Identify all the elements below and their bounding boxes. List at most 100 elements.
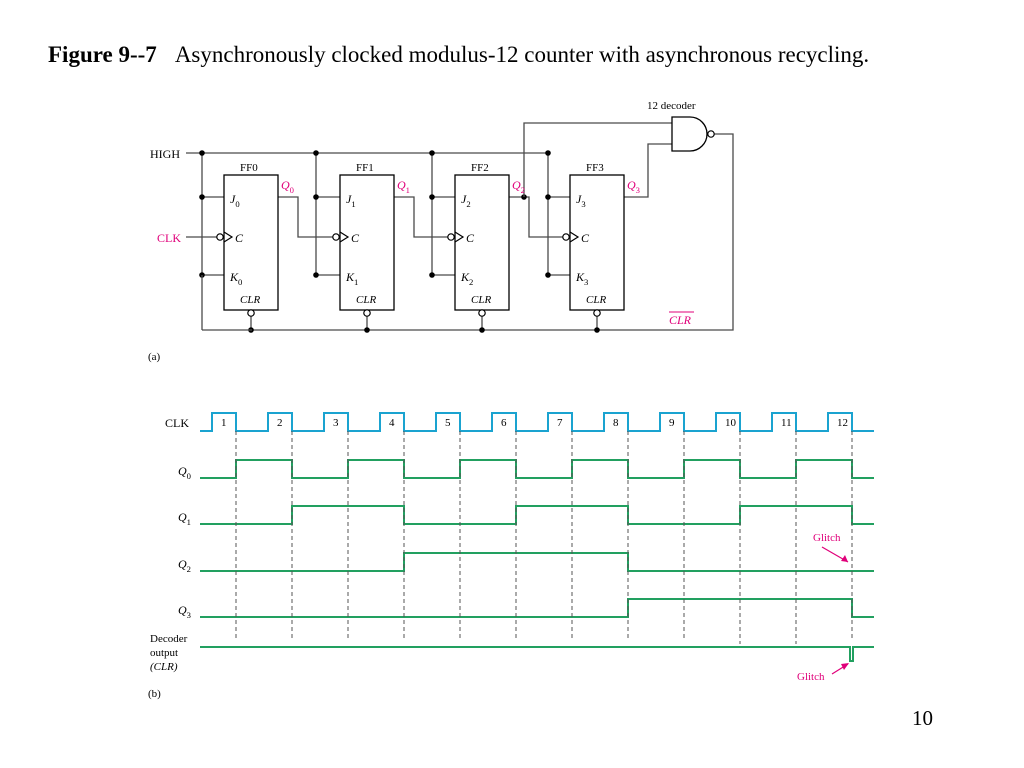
figure-caption: Figure 9--7 Asynchronously clocked modulu… xyxy=(48,42,869,68)
j-input-label-3: J3 xyxy=(576,192,586,209)
high-junction-3 xyxy=(545,150,551,156)
clock-pulse-number-6: 6 xyxy=(501,417,507,429)
glitch-label-top: Glitch xyxy=(813,532,841,544)
clr-junction-3 xyxy=(594,327,600,333)
c-input-label-3: C xyxy=(581,231,590,245)
clk-waveform xyxy=(200,412,874,432)
clock-pulse-number-8: 8 xyxy=(613,417,619,429)
clock-bubble-3 xyxy=(562,233,570,241)
glitch-arrowhead-bottom xyxy=(841,663,849,670)
decoder-output-label-2: (CLR) xyxy=(150,661,178,673)
j-input-label-0: J0 xyxy=(230,192,240,209)
j-input-label-2-main: J xyxy=(461,192,467,206)
flip-flop-body-3 xyxy=(569,174,625,311)
clock-triangle-3 xyxy=(569,231,580,243)
clr-junction-1 xyxy=(364,327,370,333)
clock-bubble-1 xyxy=(332,233,340,241)
j-input-label-0-subscript: 0 xyxy=(235,199,239,209)
k-junction-1 xyxy=(313,272,319,278)
k-input-label-3-subscript: 3 xyxy=(584,277,588,287)
high-junction-2 xyxy=(429,150,435,156)
q-output-label-3-subscript: 3 xyxy=(636,185,640,195)
clr-junction-2 xyxy=(479,327,485,333)
signal-waveform-3 xyxy=(200,598,874,618)
q-output-label-1: Q1 xyxy=(397,178,410,195)
ff-name-1: FF1 xyxy=(356,162,374,174)
clock-pulse-number-4: 4 xyxy=(389,417,395,429)
clock-pulse-number-9: 9 xyxy=(669,417,675,429)
q-output-label-1-main: Q xyxy=(397,178,406,192)
flip-flop-body-2 xyxy=(454,174,510,311)
q-output-label-2: Q2 xyxy=(512,178,525,195)
k-input-label-2-main: K xyxy=(460,270,470,284)
flip-flop-body-1 xyxy=(339,174,395,311)
clock-bubble-2 xyxy=(447,233,455,241)
clock-pulse-number-2: 2 xyxy=(277,417,283,429)
figure-title: Asynchronously clocked modulus-12 counte… xyxy=(174,42,870,67)
decoder-output-waveform xyxy=(200,646,874,662)
q3-to-decoder-wire xyxy=(624,143,672,198)
clr-input-label-1: CLR xyxy=(356,294,376,306)
part-b-label: (b) xyxy=(148,688,161,700)
ff-name-2: FF2 xyxy=(471,162,489,174)
high-label: HIGH xyxy=(150,147,180,161)
clock-pulse-number-10: 10 xyxy=(725,417,737,429)
figure-label: Figure 9--7 xyxy=(48,42,157,67)
j-input-label-3-subscript: 3 xyxy=(581,199,585,209)
j-input-label-3-main: J xyxy=(576,192,582,206)
j-input-label-0-main: J xyxy=(230,192,236,206)
c-input-label-0: C xyxy=(235,231,244,245)
flip-flop-body-0 xyxy=(223,174,279,311)
signal-waveform-2 xyxy=(200,552,874,572)
j-junction-0 xyxy=(199,194,205,200)
q-output-label-2-subscript: 2 xyxy=(521,185,525,195)
schematic-labels: HIGHCLKFF0J0K0CCLRQ0FF1J1K1CCLRQ1FF2J2K2… xyxy=(148,100,696,363)
signal-waveform-0 xyxy=(200,459,874,479)
k-input-label-1-main: K xyxy=(345,270,355,284)
signal-label-1: Q1 xyxy=(178,510,191,527)
nand-gate-body xyxy=(671,116,708,152)
k-input-label-3-main: K xyxy=(575,270,585,284)
page-number: 10 xyxy=(912,706,933,730)
clr-input-label-0: CLR xyxy=(240,294,260,306)
decoder-output-wire xyxy=(252,133,734,331)
ff-name-0: FF0 xyxy=(240,162,258,174)
q-output-label-3-main: Q xyxy=(627,178,636,192)
clock-triangle-1 xyxy=(339,231,350,243)
signal-label-3-subscript: 3 xyxy=(187,610,191,620)
signal-label-3-main: Q xyxy=(178,603,187,617)
q-output-label-0-subscript: 0 xyxy=(290,185,294,195)
q-to-clock-wire-2 xyxy=(509,196,563,238)
high-junction-1 xyxy=(313,150,319,156)
clock-triangle-0 xyxy=(223,231,234,243)
q-output-label-0-main: Q xyxy=(281,178,290,192)
clock-pulse-number-7: 7 xyxy=(557,417,563,429)
j-input-label-1: J1 xyxy=(346,192,356,209)
timing-clk-label: CLK xyxy=(165,416,189,430)
q-output-label-0: Q0 xyxy=(281,178,294,195)
j-junction-3 xyxy=(545,194,551,200)
j-input-label-2-subscript: 2 xyxy=(466,199,470,209)
glitch-label-bottom: Glitch xyxy=(797,671,825,683)
k-input-label-0-main: K xyxy=(229,270,239,284)
k-input-label-2: K2 xyxy=(460,270,473,287)
clock-triangle-2 xyxy=(454,231,465,243)
k-input-label-0: K0 xyxy=(229,270,242,287)
signal-label-2-subscript: 2 xyxy=(187,564,191,574)
k-junction-2 xyxy=(429,272,435,278)
clock-bubble-0 xyxy=(216,233,224,241)
q-output-label-2-main: Q xyxy=(512,178,521,192)
k-input-label-2-subscript: 2 xyxy=(469,277,473,287)
clk-label: CLK xyxy=(157,231,181,245)
signal-label-2-main: Q xyxy=(178,557,187,571)
clr-bubble-2 xyxy=(478,309,486,317)
c-input-label-1: C xyxy=(351,231,360,245)
signal-label-0-main: Q xyxy=(178,464,187,478)
signal-label-3: Q3 xyxy=(178,603,191,620)
nand-output-bubble xyxy=(707,130,715,138)
j-input-label-1-main: J xyxy=(346,192,352,206)
k-input-label-0-subscript: 0 xyxy=(238,277,242,287)
clr-bubble-0 xyxy=(247,309,255,317)
clock-pulse-number-5: 5 xyxy=(445,417,451,429)
